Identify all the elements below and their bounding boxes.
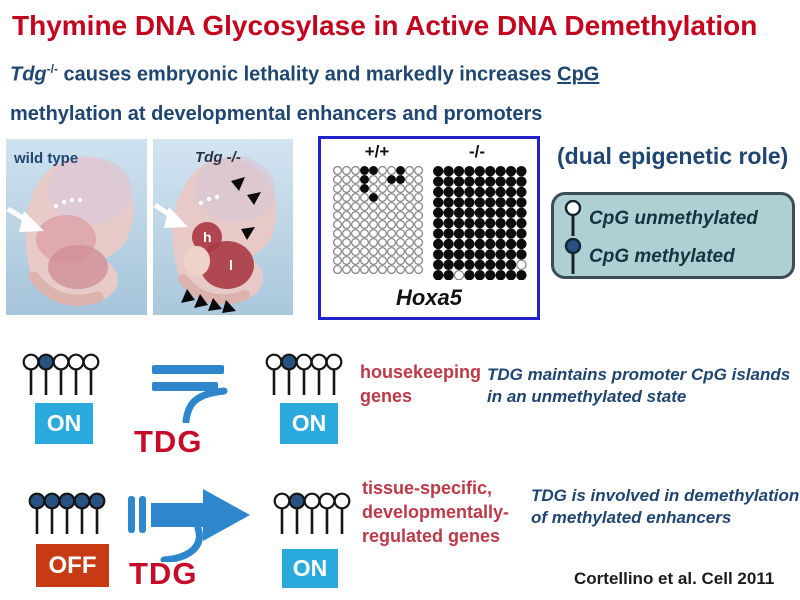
row1-right-lollipop-group <box>265 353 344 402</box>
mutant-embryo-illustration: h l Tdg -/- <box>153 139 293 315</box>
marker-dot <box>206 196 212 202</box>
wt-cpg-grid <box>332 165 424 279</box>
equilibrium-bottom-bar <box>152 382 218 391</box>
row1-annotation-line2-post: state <box>641 387 687 406</box>
heart-letter: h <box>203 229 212 245</box>
ko-cpg-grid <box>433 166 527 285</box>
row1-tdg-label: TDG <box>134 424 203 459</box>
tdg-action-curve <box>160 524 203 564</box>
demethylation-arrow <box>126 486 256 567</box>
row2-right-state-box: ON <box>282 549 338 588</box>
subtitle-cpg-underlined: CpG <box>557 63 600 86</box>
black-arrowhead <box>181 289 195 303</box>
row2-tdg-label: TDG <box>129 556 198 591</box>
legend-row-unmethylated: CpG unmethylated <box>564 199 758 239</box>
wild-type-embryo-image: wild type <box>6 139 147 315</box>
subtitle-line-1: Tdg-/- causes embryonic lethality and ma… <box>10 62 599 87</box>
embryo-tail <box>28 271 104 306</box>
equilibrium-top-bar <box>152 365 224 374</box>
row2-annotation-line2-post: enhancers <box>641 508 732 527</box>
black-arrowhead <box>247 192 261 205</box>
black-arrowhead <box>231 177 245 191</box>
ko-grid-header: -/- <box>468 142 486 161</box>
methylated-label: CpG methylated <box>589 246 735 267</box>
marker-dot <box>53 203 59 209</box>
arrow-pause-bar <box>139 496 146 533</box>
wild-type-embryo-illustration: wild type <box>6 139 147 315</box>
row2-right-lollipop-group <box>273 492 352 541</box>
mutant-label: Tdg -/- <box>195 149 241 166</box>
row1-annotation-line1: TDG maintains promoter CpG islands <box>487 365 791 384</box>
unmethylated-label: CpG unmethylated <box>589 208 758 229</box>
marker-dot <box>61 199 67 205</box>
tdg-action-curve <box>182 387 228 425</box>
slide-title: Thymine DNA Glycosylase in Active DNA De… <box>12 10 758 41</box>
row1-annotation-bold-word: unmethylated <box>531 387 642 406</box>
tissue-line-1: tissue-specific, <box>362 478 493 498</box>
methylated-lollipop-icon <box>564 238 582 274</box>
liver-letter: l <box>229 257 233 273</box>
hoxa5-methylation-panel: +/+ -/- Hoxa5 <box>318 136 540 320</box>
unmethylated-lollipop-icon <box>564 200 582 236</box>
row2-annotation-line1: TDG is involved in demethylation <box>531 486 800 505</box>
subtitle-line-2: methylation at developmental enhancers a… <box>10 103 543 125</box>
black-arrowhead <box>194 294 208 308</box>
row2-annotation-bold-word: methylated <box>551 508 642 527</box>
gene-superscript: -/- <box>46 62 58 76</box>
housekeeping-genes-label: housekeeping genes <box>360 360 481 408</box>
embryo-head <box>48 157 132 225</box>
embryo-head <box>195 156 275 222</box>
hoxa5-gene-label: Hoxa5 <box>395 285 463 310</box>
black-arrowhead <box>222 300 236 313</box>
black-arrowhead <box>208 298 222 311</box>
row1-left-state-box: ON <box>35 403 93 444</box>
black-arrowhead <box>241 227 255 240</box>
white-arrow-head <box>19 211 44 232</box>
row1-annotation-line2-pre: in an <box>487 387 532 406</box>
row2-annotation: TDG is involved in demethylation of meth… <box>531 485 799 529</box>
arrow-pause-bar <box>128 496 135 533</box>
marker-dot <box>198 200 204 206</box>
cpg-legend-box: CpG unmethylated CpG methylated <box>551 192 795 279</box>
row1-right-state-box: ON <box>280 403 338 444</box>
limb-bud <box>184 246 210 276</box>
tissue-specific-genes-label: tissue-specific, developmentally- regula… <box>362 476 509 548</box>
row2-annotation-line2-pre: of <box>531 508 552 527</box>
embryo-belly-shade <box>48 245 108 289</box>
wt-grid-header: +/+ <box>364 142 390 161</box>
legend-row-methylated: CpG methylated <box>564 237 735 277</box>
gene-name-italic: Tdg <box>10 63 47 86</box>
dual-role-note: (dual epigenetic role) <box>557 143 789 169</box>
equilibrium-symbol <box>150 361 228 428</box>
housekeeping-line-2: genes <box>360 386 413 406</box>
marker-dot <box>69 197 75 203</box>
mutant-embryo-image: h l Tdg -/- <box>153 139 293 315</box>
arrow-body <box>151 503 203 527</box>
marker-dot <box>214 194 220 200</box>
housekeeping-line-1: housekeeping <box>360 362 482 382</box>
wild-type-label: wild type <box>13 150 78 167</box>
row2-left-lollipop-group <box>28 492 107 541</box>
row1-left-lollipop-group <box>22 353 101 402</box>
citation-text: Cortellino et al. Cell 2011 <box>574 569 775 588</box>
white-arrow-head <box>164 207 188 228</box>
subtitle-line1-text: causes embryonic lethality and markedly … <box>57 63 558 86</box>
row1-annotation: TDG maintains promoter CpG islands in an… <box>487 364 790 408</box>
liver-blood-spot <box>200 241 254 289</box>
tissue-line-2: developmentally- <box>362 502 510 522</box>
row2-left-state-box: OFF <box>36 544 109 587</box>
embryo-tail <box>178 274 250 305</box>
tissue-line-3: regulated genes <box>362 526 501 546</box>
arrow-head <box>203 489 250 541</box>
marker-dot <box>77 197 83 203</box>
